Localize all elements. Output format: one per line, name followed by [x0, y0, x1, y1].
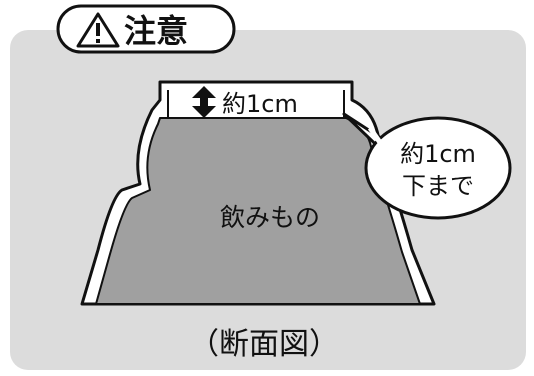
caution-title: 注意	[124, 12, 188, 50]
caution-header: 注意	[56, 4, 236, 54]
up-down-arrow-icon	[192, 86, 216, 118]
callout-line-2: 下まで	[402, 172, 474, 200]
callout-ellipse	[364, 116, 512, 220]
diagram-caption: （断面図）	[189, 327, 339, 362]
gap-indicator: 約1cm	[192, 86, 298, 118]
warning-triangle-icon	[76, 12, 120, 48]
callout-bubble: 約1cm 下まで	[342, 112, 512, 220]
callout-line-1: 約1cm	[400, 140, 476, 168]
drink-liquid	[95, 117, 421, 305]
gap-label: 約1cm	[222, 90, 298, 118]
liquid-label: 飲みもの	[220, 203, 320, 232]
